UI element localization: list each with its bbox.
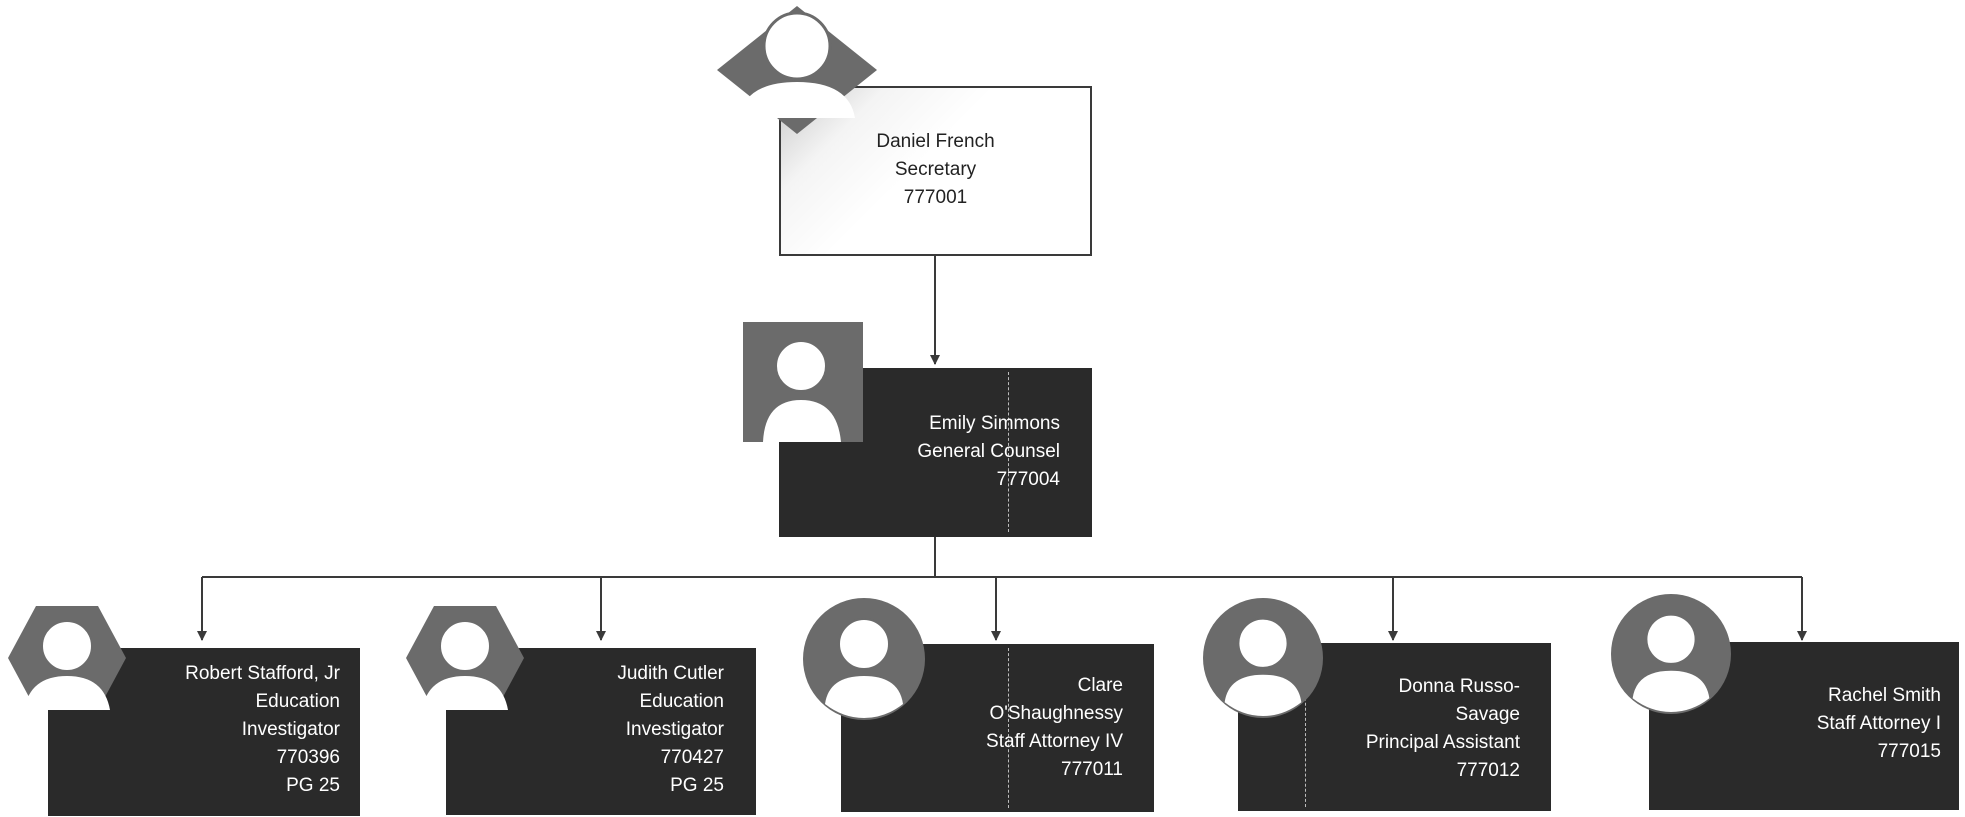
- node-label: Robert Stafford, Jr Education Investigat…: [185, 660, 340, 800]
- person-title-line1: Education: [639, 691, 724, 712]
- dashed-divider: [1008, 648, 1009, 808]
- person-id: 770396: [276, 747, 340, 768]
- person-name-line1: Donna Russo-: [1398, 676, 1520, 697]
- person-id: 777001: [903, 187, 968, 208]
- person-title-line2: Investigator: [241, 719, 340, 740]
- person-name: Robert Stafford, Jr: [185, 663, 340, 684]
- person-name: Rachel Smith: [1828, 685, 1941, 706]
- person-id: 770427: [660, 747, 724, 768]
- node-label: Judith Cutler Education Investigator 770…: [617, 660, 724, 800]
- node-daniel-french: Daniel French Secretary 777001: [779, 86, 1092, 256]
- hexagon-avatar-icon: [406, 606, 524, 710]
- person-title: Principal Assistant: [1365, 732, 1520, 753]
- person-id: 777011: [1061, 759, 1123, 780]
- person-title: Secretary: [894, 159, 977, 180]
- person-id: 777004: [996, 469, 1060, 490]
- person-id: 777012: [1456, 760, 1520, 781]
- node-label: Daniel French Secretary 777001: [781, 128, 1090, 212]
- person-title: Staff Attorney IV: [986, 731, 1123, 752]
- pay-grade: PG 25: [670, 775, 724, 796]
- circle-avatar-icon: [803, 598, 925, 720]
- person-name-line1: Clare: [1077, 675, 1123, 696]
- node-label: Clare O'Shaughnessy Staff Attorney IV 77…: [986, 672, 1123, 784]
- person-name: Emily Simmons: [929, 413, 1060, 434]
- pay-grade: PG 25: [286, 775, 340, 796]
- person-title-line2: Investigator: [625, 719, 724, 740]
- dashed-divider: [1305, 647, 1306, 807]
- diamond-avatar-icon: [717, 6, 877, 134]
- circle-avatar-icon: [1611, 594, 1731, 714]
- circle-avatar-icon: [1203, 598, 1323, 718]
- node-label: Donna Russo- Savage Principal Assistant …: [1366, 673, 1520, 785]
- person-title: Staff Attorney I: [1816, 713, 1941, 734]
- person-name: Judith Cutler: [617, 663, 724, 684]
- node-label: Emily Simmons General Counsel 777004: [917, 410, 1060, 494]
- person-id: 777015: [1877, 741, 1941, 762]
- dashed-divider: [1008, 372, 1009, 532]
- node-label: Rachel Smith Staff Attorney I 777015: [1817, 682, 1941, 766]
- person-title-line1: Education: [255, 691, 340, 712]
- person-name-line2: O'Shaughnessy: [989, 703, 1123, 724]
- square-avatar-icon: [743, 322, 863, 442]
- person-title: General Counsel: [917, 441, 1060, 462]
- node-emily-simmons: Emily Simmons General Counsel 777004: [779, 368, 1092, 537]
- person-name-line2: Savage: [1455, 704, 1520, 725]
- hexagon-avatar-icon: [8, 606, 126, 710]
- person-name: Daniel French: [876, 131, 995, 152]
